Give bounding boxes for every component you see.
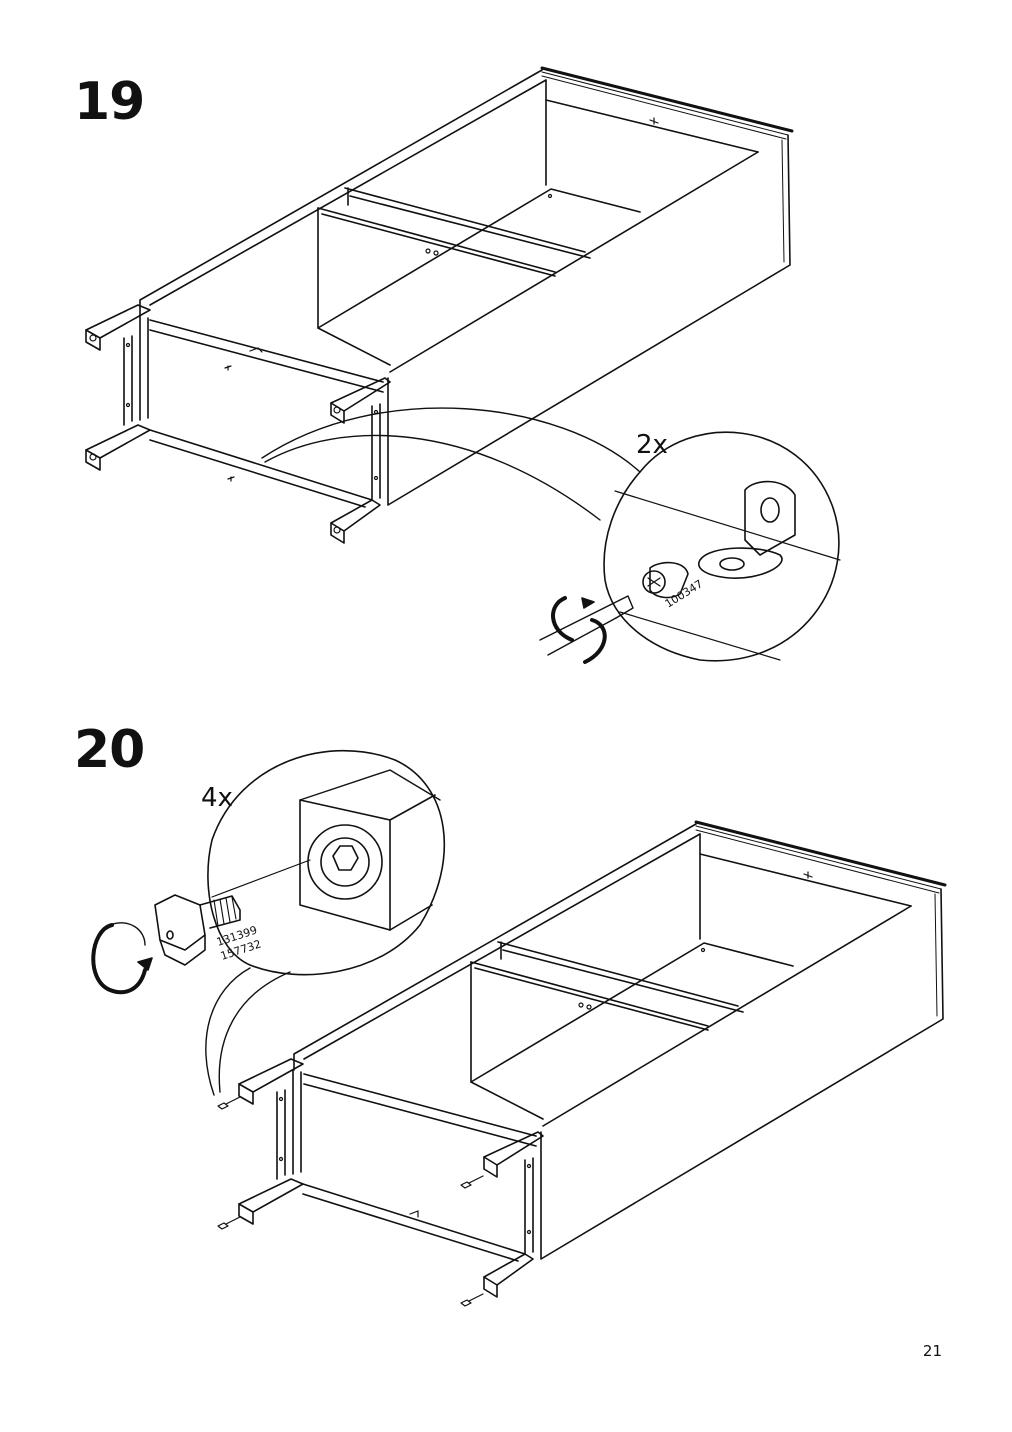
step-20-detail (91, 749, 446, 995)
step-19-quantity: 2x (636, 430, 668, 460)
step-20-cabinet (217, 820, 947, 1307)
step-19-callout-arc (261, 407, 641, 473)
step-19-cabinet (85, 66, 794, 544)
page-number: 21 (922, 1342, 942, 1360)
step-20-number: 20 (74, 720, 145, 780)
step-19-detail (539, 431, 841, 664)
step-19-number: 19 (74, 72, 145, 132)
step-20-quantity: 4x (201, 783, 233, 813)
